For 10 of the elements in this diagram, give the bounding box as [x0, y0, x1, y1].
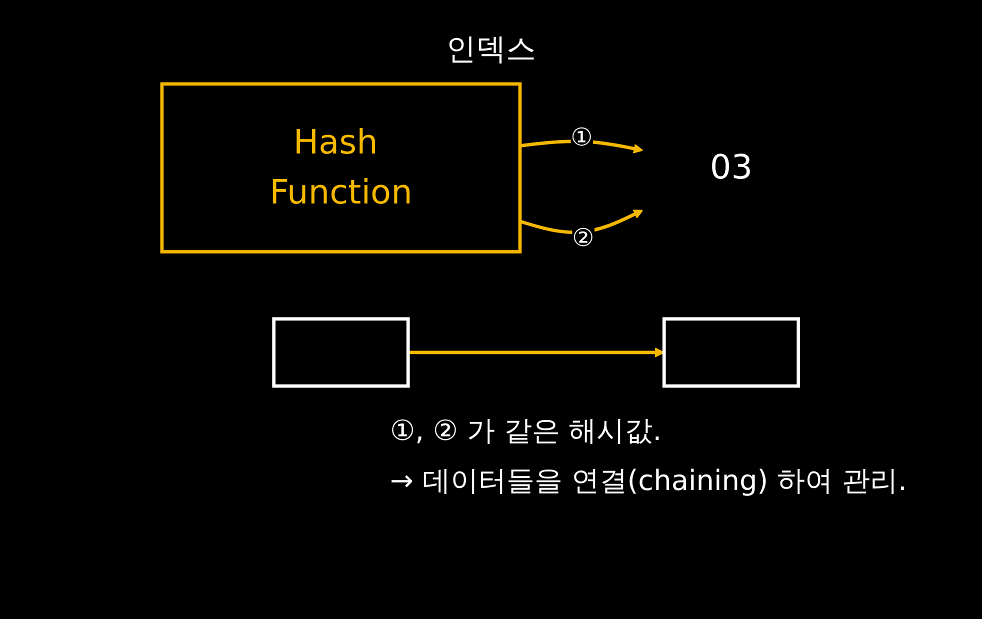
- node-box: [272, 317, 410, 388]
- index-heading: 인덱스: [446, 31, 536, 69]
- arrow: [408, 348, 665, 358]
- edge-label: ②: [572, 224, 594, 253]
- node-box: Hash Function: [160, 82, 522, 254]
- edge-label: ①: [570, 124, 593, 152]
- node-box: [662, 317, 800, 388]
- note-text: ①, ② 가 같은 해시값.: [390, 413, 663, 449]
- note-text: → 데이터들을 연결(chaining) 하여 관리.: [390, 463, 908, 499]
- node-text: 03: [710, 148, 753, 188]
